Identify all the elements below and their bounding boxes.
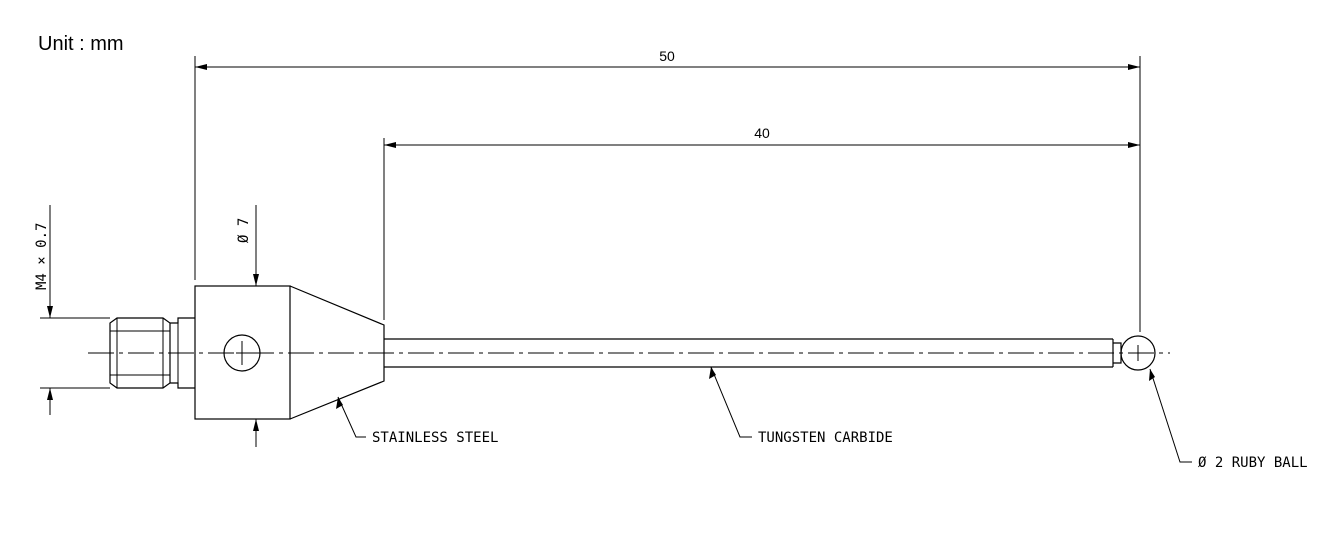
callout-body-material: STAINLESS STEEL bbox=[336, 396, 498, 446]
callout-tip: Ø 2 RUBY BALL bbox=[1149, 368, 1308, 471]
tungsten-carbide-stem bbox=[384, 338, 1122, 368]
dimension-body-diameter: Ø 7 bbox=[236, 205, 259, 447]
dimension-stem-length: 40 bbox=[383, 125, 1140, 320]
unit-label: Unit : mm bbox=[38, 33, 124, 55]
stem-material-label: TUNGSTEN CARBIDE bbox=[758, 430, 893, 446]
body-block bbox=[194, 285, 291, 420]
thread-label: M4 × 0.7 bbox=[34, 223, 50, 290]
dimension-overall-length: 50 bbox=[194, 48, 1141, 332]
dimension-thread: M4 × 0.7 bbox=[34, 205, 110, 415]
ruby-ball bbox=[1120, 335, 1156, 371]
body-diameter-label: Ø 7 bbox=[236, 218, 252, 243]
overall-length-label: 50 bbox=[659, 48, 675, 64]
threaded-end bbox=[109, 317, 195, 389]
stem-length-label: 40 bbox=[754, 125, 770, 141]
callout-stem-material: TUNGSTEN CARBIDE bbox=[709, 366, 893, 446]
tip-label: Ø 2 RUBY BALL bbox=[1198, 455, 1308, 471]
tapered-cone bbox=[289, 285, 385, 420]
body-material-label: STAINLESS STEEL bbox=[372, 430, 498, 446]
